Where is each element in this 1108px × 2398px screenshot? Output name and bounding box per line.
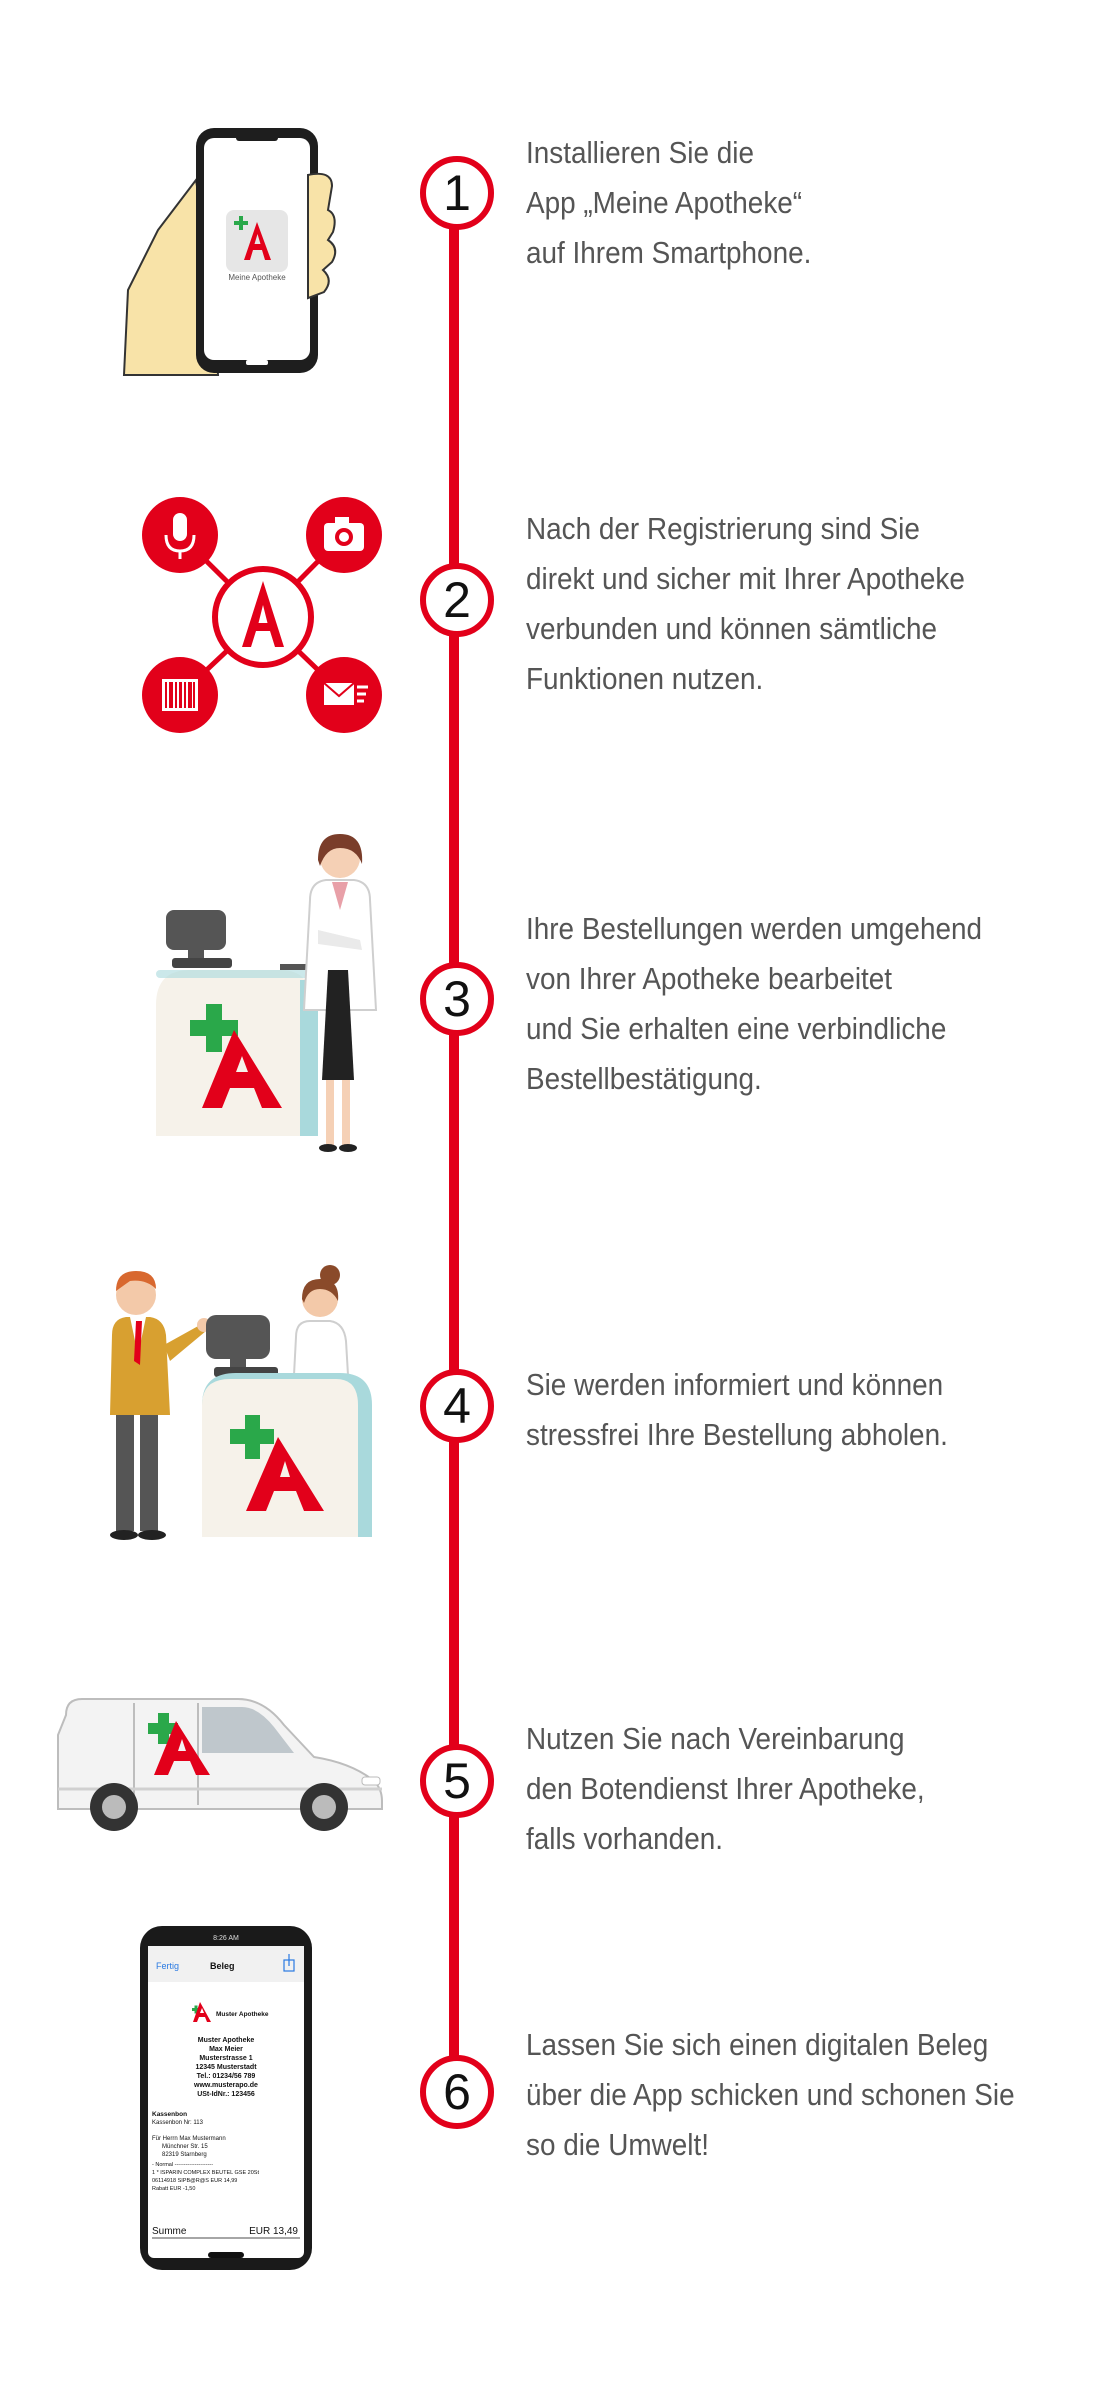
pharmacy-logo-icon [192, 2002, 211, 2022]
step-text-line: direkt und sicher mit Ihrer Apotheke [526, 561, 965, 596]
receipt-header-line: Musterstrasse 1 [199, 2055, 252, 2062]
step-text-line: verbunden und können sämtliche [526, 611, 938, 646]
smartphone-in-hand-illustration: Meine Apotheke [122, 128, 337, 376]
app-functions-illustration [142, 497, 382, 733]
receipt-item-line: 1 * ISPARIN COMPLEX BEUTEL GSE 20St [152, 2170, 259, 2176]
step-text-line: so die Umwelt! [526, 2127, 709, 2162]
receipt-bon-line: Kassenbon [152, 2111, 187, 2118]
camera-icon [306, 497, 382, 573]
delivery-van-illustration [57, 1698, 383, 1831]
step-number-3: 3 [420, 962, 494, 1036]
step-text-4: Sie werden informiert und können stressf… [526, 1360, 1039, 1460]
receipt-header-line: 12345 Musterstadt [195, 2064, 257, 2071]
app-label: Meine Apotheke [228, 273, 286, 282]
step-text-line: über die App schicken und schonen Sie [526, 2077, 1015, 2112]
receipt-bon-line: Kassenbon Nr: 113 [152, 2120, 204, 2126]
step-number-4: 4 [420, 1369, 494, 1443]
step-number-6: 6 [420, 2055, 494, 2129]
step-text-6: Lassen Sie sich einen digitalen Beleg üb… [526, 2020, 1039, 2170]
done-button[interactable]: Fertig [156, 1961, 179, 1971]
step-text-1: Installieren Sie die App „Meine Apotheke… [526, 128, 1039, 278]
step-text-line: stressfrei Ihre Bestellung abholen. [526, 1417, 948, 1452]
customer-pickup-illustration [110, 1265, 372, 1540]
receipt-header-line: USt-IdNr.: 123456 [197, 2091, 255, 2098]
share-icon[interactable] [283, 1954, 295, 1972]
receipt-item-line: - Normal --------------------- [152, 2162, 213, 2168]
microphone-icon [142, 497, 218, 573]
step-text-line: falls vorhanden. [526, 1821, 723, 1856]
step-text-line: auf Ihrem Smartphone. [526, 235, 812, 270]
step-text-line: Funktionen nutzen. [526, 661, 764, 696]
step-text-line: den Botendienst Ihrer Apotheke, [526, 1771, 925, 1806]
step-text-3: Ihre Bestellungen werden umgehend von Ih… [526, 904, 1039, 1104]
receipt-customer-line: Für Herrn Max Mustermann [152, 2136, 226, 2142]
step-text-line: und Sie erhalten eine verbindliche [526, 1011, 947, 1046]
step-text-line: Nutzen Sie nach Vereinbarung [526, 1721, 905, 1756]
receipt-title: Beleg [210, 1961, 235, 1971]
step-number-2: 2 [420, 563, 494, 637]
receipt-sum-label: Summe [152, 2226, 187, 2237]
status-time: 8:26 AM [213, 1935, 239, 1942]
receipt-header: Muster Apotheke Max Meier Musterstrasse … [193, 2037, 258, 2098]
receipt-item-line: Rabatt EUR -1,50 [152, 2186, 195, 2192]
step-text-line: Ihre Bestellungen werden umgehend [526, 911, 983, 946]
receipt-header-line: Tel.: 01234/56 789 [197, 2073, 256, 2080]
step-text-2: Nach der Registrierung sind Sie direkt u… [526, 504, 1039, 704]
step-text-line: Lassen Sie sich einen digitalen Beleg [526, 2027, 989, 2062]
receipt-sum-value: EUR 13,49 [249, 2226, 298, 2237]
step-number-1: 1 [420, 156, 494, 230]
receipt-item-line: 06114918 SIPB@R@S EUR 14,99 [152, 2178, 237, 2184]
step-text-line: Installieren Sie die [526, 135, 754, 170]
receipt-customer-line: 82319 Starnberg [162, 2152, 207, 2158]
receipt-header-line: www.musterapo.de [193, 2082, 258, 2089]
receipt-header-line: Muster Apotheke [198, 2037, 255, 2044]
step-text-line: Nach der Registrierung sind Sie [526, 511, 920, 546]
receipt-customer-line: Münchner Str. 15 [162, 2144, 208, 2150]
step-text-line: von Ihrer Apotheke bearbeitet [526, 961, 893, 996]
receipt-brand: Muster Apotheke [216, 2011, 269, 2018]
timeline-line [449, 190, 459, 2090]
barcode-icon [142, 657, 218, 733]
email-icon [306, 657, 382, 733]
step-text-line: Sie werden informiert und können [526, 1367, 944, 1402]
digital-receipt-phone-illustration: 8:26 AM Fertig Beleg Muster Apotheke Mus… [140, 1926, 312, 2270]
step-text-5: Nutzen Sie nach Vereinbarung den Botendi… [526, 1714, 1039, 1864]
step-text-line: App „Meine Apotheke“ [526, 185, 803, 220]
step-number-5: 5 [420, 1744, 494, 1818]
step-text-line: Bestellbestätigung. [526, 1061, 762, 1096]
receipt-header-line: Max Meier [209, 2046, 243, 2053]
pharmacist-counter-illustration [156, 834, 378, 1152]
